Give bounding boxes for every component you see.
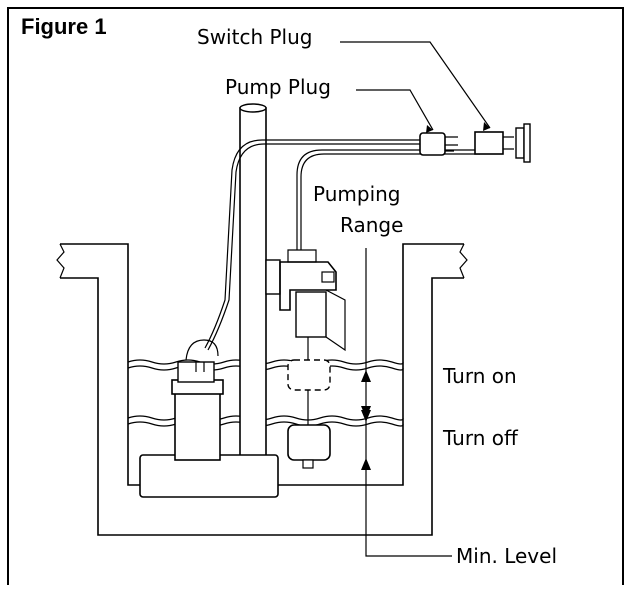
- switch-plug-icon: [474, 131, 514, 155]
- figure-frame: [7, 7, 624, 585]
- submersible-pump-icon: [139, 339, 279, 498]
- wall-outlet-icon: [515, 123, 531, 163]
- pump-plug-icon: [419, 132, 458, 156]
- switch-plug-leader: [340, 41, 491, 129]
- pump-plug-leader: [356, 89, 434, 131]
- switch-plug-label: Switch Plug: [197, 25, 312, 49]
- turn-off-label: Turn off: [442, 426, 519, 450]
- pumping-range-label-line2: Range: [340, 213, 403, 237]
- discharge-pipe: [239, 103, 267, 469]
- switch-cord: [296, 149, 480, 250]
- min-level-label: Min. Level: [456, 544, 557, 568]
- pumping-range-arrow: [361, 370, 371, 470]
- level-reference-line: [365, 248, 452, 557]
- float-switch-icon: [265, 249, 346, 469]
- turn-on-label: Turn on: [442, 364, 517, 388]
- pump-cord: [204, 139, 420, 349]
- pumping-range-label-line1: Pumping: [313, 182, 401, 206]
- figure-title: Figure 1: [21, 14, 107, 39]
- pump-plug-label: Pump Plug: [225, 75, 331, 99]
